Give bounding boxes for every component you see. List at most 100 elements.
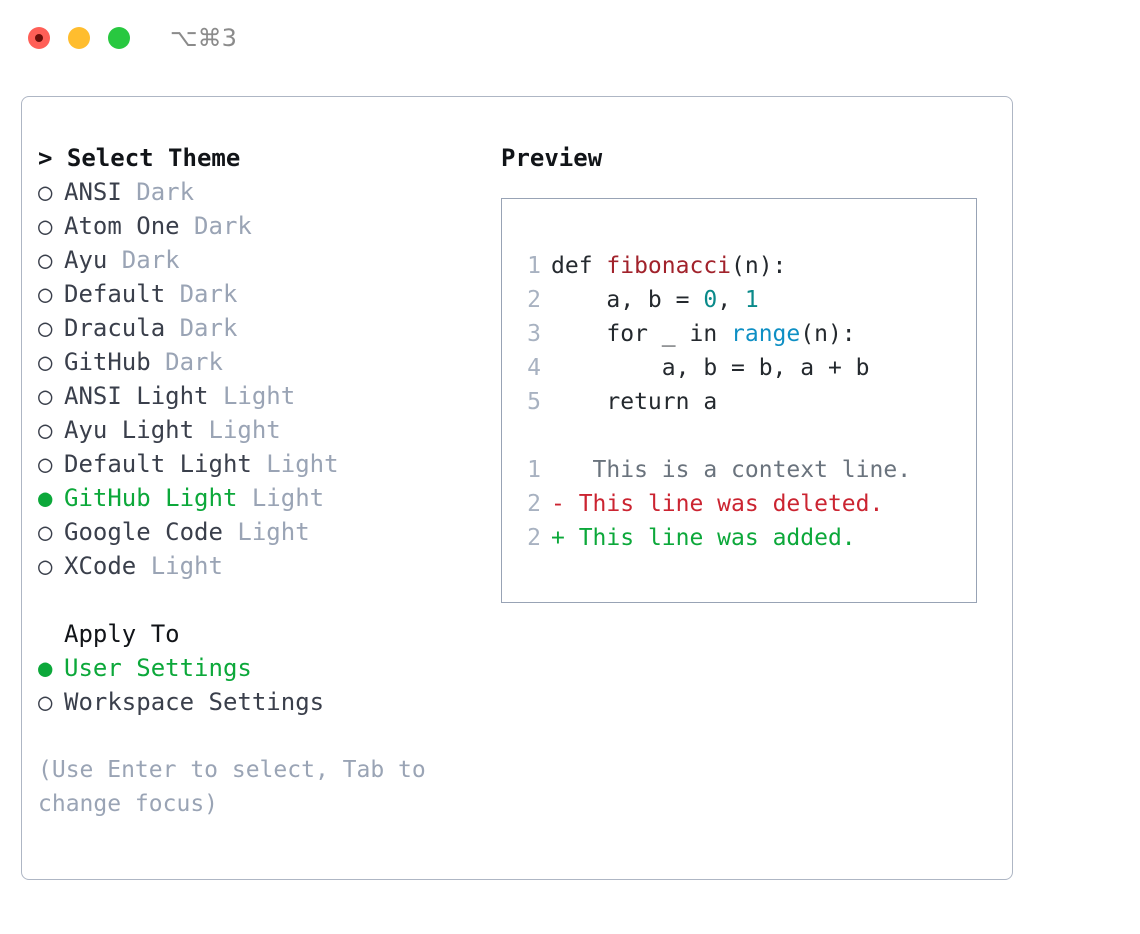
line-number: 2 — [527, 287, 541, 313]
theme-variant-tag: Dark — [179, 212, 252, 240]
code-token: a, b = — [551, 287, 704, 313]
apply-to-option-list: ● User Settings ○ Workspace Settings — [38, 651, 478, 719]
code-blank-line — [519, 419, 911, 453]
radio-unselected-icon: ○ — [38, 450, 53, 478]
select-theme-heading: > Select Theme — [38, 144, 241, 172]
theme-variant-tag: Light — [194, 416, 281, 444]
theme-list-column: > Select Theme ○ANSI Dark○Atom One Dark○… — [38, 141, 478, 821]
radio-unselected-icon: ○ — [38, 416, 53, 444]
theme-option-label: ANSI Light — [64, 382, 209, 410]
code-line: 3 for _ in range(n): — [519, 317, 911, 351]
apply-to-option-label: Workspace Settings — [64, 688, 325, 716]
line-number: 3 — [527, 321, 541, 347]
theme-option-atom-one[interactable]: ○ Atom One Dark — [38, 209, 478, 243]
code-token: 1 — [744, 287, 759, 313]
theme-option-ansi-light[interactable]: ○ ANSI Light Light — [38, 379, 478, 413]
theme-option-default-light[interactable]: ○ Default Light Light — [38, 447, 478, 481]
code-token: (n): — [800, 321, 856, 347]
theme-option-label: ANSI — [64, 178, 122, 206]
code-token: return a — [551, 389, 718, 415]
recording-indicator-icon — [35, 34, 43, 42]
radio-unselected-icon: ○ — [38, 178, 53, 206]
theme-variant-tag: Dark — [121, 178, 195, 206]
theme-option-label: XCode — [64, 552, 137, 580]
radio-unselected-icon: ○ — [38, 314, 53, 342]
theme-option-ansi[interactable]: ○ ANSI Dark — [38, 175, 478, 209]
radio-selected-icon: ● — [38, 484, 53, 512]
code-line: 2 a, b = 0, 1 — [519, 283, 911, 317]
radio-selected-icon: ● — [38, 654, 53, 682]
line-number: 2 — [527, 491, 541, 517]
diff-text: This line was deleted. — [564, 491, 884, 517]
code-token: for _ in — [551, 321, 732, 347]
theme-option-google-code[interactable]: ○ Google Code Light — [38, 515, 478, 549]
keyboard-shortcut-label: ⌥⌘3 — [170, 24, 237, 52]
theme-variant-tag: Light — [222, 518, 310, 546]
theme-option-label: Dracula — [64, 314, 166, 342]
theme-option-github-light[interactable]: ●GitHub Light Light — [38, 481, 478, 515]
theme-variant-tag: Dark — [165, 280, 238, 308]
diff-text: This line was added. — [564, 525, 856, 551]
theme-variant-tag: Dark — [150, 348, 223, 376]
theme-option-list: ○ANSI Dark○Atom One Dark○Ayu Dark○Defaul… — [38, 175, 478, 583]
code-token: range — [731, 321, 801, 347]
theme-variant-tag: Light — [251, 450, 339, 478]
theme-variant-tag: Light — [208, 382, 296, 410]
code-line: 5 return a — [519, 385, 911, 419]
apply-to-option-workspace-settings[interactable]: ○ Workspace Settings — [38, 685, 478, 719]
list-spacer — [38, 583, 478, 617]
theme-option-github[interactable]: ○ GitHub Dark — [38, 345, 478, 379]
radio-unselected-icon: ○ — [38, 212, 53, 240]
theme-option-label: Google Code — [64, 518, 223, 546]
code-token: def — [551, 253, 607, 279]
code-token: a, b = b, a + b — [551, 355, 870, 381]
preview-heading: Preview — [501, 144, 603, 172]
line-number: 1 — [527, 253, 541, 279]
theme-variant-tag: Light — [237, 484, 325, 512]
radio-unselected-icon: ○ — [38, 552, 53, 580]
code-token: 0 — [703, 287, 718, 313]
diff-text: This is a context line. — [564, 457, 912, 483]
theme-option-ayu[interactable]: ○Ayu Dark — [38, 243, 478, 277]
radio-unselected-icon: ○ — [38, 688, 53, 716]
radio-unselected-icon: ○ — [38, 280, 53, 308]
code-token: (n): — [731, 253, 787, 279]
diff-marker: - — [551, 491, 565, 517]
line-number: 5 — [527, 389, 541, 415]
diff-marker — [551, 457, 565, 483]
theme-option-label: Default Light — [64, 450, 252, 478]
diff-marker: + — [551, 525, 565, 551]
keyboard-hint-text: (Use Enter to select, Tab to change focu… — [38, 757, 440, 817]
theme-option-xcode[interactable]: ○ XCode Light — [38, 549, 478, 583]
theme-option-dracula[interactable]: ○Dracula Dark — [38, 311, 478, 345]
radio-unselected-icon: ○ — [38, 348, 53, 376]
diff-line-ctx: 1 This is a context line. — [519, 453, 911, 487]
line-number: 1 — [527, 457, 541, 483]
theme-option-label: Ayu Light — [64, 416, 195, 444]
theme-variant-tag: Light — [136, 552, 223, 580]
theme-option-ayu-light[interactable]: ○ Ayu Light Light — [38, 413, 478, 447]
apply-to-heading: Apply To — [64, 620, 180, 648]
theme-variant-tag: Dark — [107, 246, 180, 274]
theme-picker-panel: > Select Theme ○ANSI Dark○Atom One Dark○… — [21, 96, 1013, 880]
minimize-button[interactable] — [68, 27, 90, 49]
zoom-button[interactable] — [108, 27, 130, 49]
theme-option-default[interactable]: ○ Default Dark — [38, 277, 478, 311]
diff-line-del: 2- This line was deleted. — [519, 487, 911, 521]
apply-to-option-label: User Settings — [64, 654, 252, 682]
theme-option-label: GitHub — [64, 348, 151, 376]
code-line: 4 a, b = b, a + b — [519, 351, 911, 385]
diff-line-add: 2 + This line was added. — [519, 521, 911, 555]
line-number: 2 — [527, 525, 541, 551]
theme-option-label: Default — [64, 280, 166, 308]
theme-option-label: Atom One — [64, 212, 180, 240]
radio-unselected-icon: ○ — [38, 382, 53, 410]
radio-unselected-icon: ○ — [38, 518, 53, 546]
theme-option-label: Ayu — [64, 246, 108, 274]
apply-to-option-user-settings[interactable]: ● User Settings — [38, 651, 478, 685]
